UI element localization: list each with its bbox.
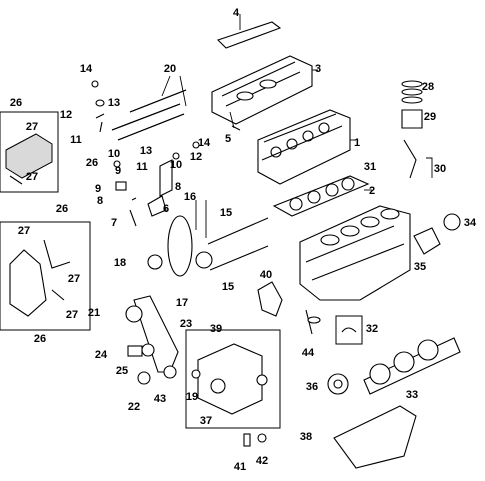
callout-23: 23 bbox=[180, 318, 192, 330]
engine-block bbox=[299, 205, 411, 301]
callout-22: 22 bbox=[128, 401, 140, 413]
callout-10-11: 10 bbox=[170, 159, 182, 171]
timing-cover-box-lower bbox=[0, 221, 91, 331]
callout-25: 25 bbox=[116, 365, 128, 377]
callout-35: 35 bbox=[414, 261, 426, 273]
callout-41: 41 bbox=[234, 461, 246, 473]
callout-3: 3 bbox=[315, 63, 321, 75]
callout-26-16: 26 bbox=[86, 157, 98, 169]
callout-32: 32 bbox=[366, 323, 378, 335]
callout-39: 39 bbox=[210, 323, 222, 335]
timing-components bbox=[147, 200, 269, 277]
callout-12-8: 12 bbox=[190, 151, 202, 163]
callout-2: 2 bbox=[369, 185, 375, 197]
crankshaft bbox=[363, 337, 461, 395]
callout-27: 27 bbox=[26, 121, 38, 133]
callout-43: 43 bbox=[154, 393, 166, 405]
callout-13: 13 bbox=[108, 97, 120, 109]
callout-30: 30 bbox=[434, 163, 446, 175]
callout-38: 38 bbox=[300, 431, 312, 443]
camshafts bbox=[111, 75, 187, 141]
callout-9: 9 bbox=[95, 183, 101, 195]
timing-belt-assembly bbox=[125, 295, 179, 385]
callout-11-14: 11 bbox=[136, 161, 148, 173]
callout-36: 36 bbox=[306, 381, 318, 393]
valve-cover-gasket bbox=[216, 14, 282, 49]
oil-pan bbox=[333, 405, 417, 469]
callout-27-3: 27 bbox=[26, 171, 38, 183]
callout-27-4: 27 bbox=[18, 225, 30, 237]
callout-15-15: 15 bbox=[222, 281, 234, 293]
callout-8: 8 bbox=[97, 195, 103, 207]
rod-leaders bbox=[426, 157, 433, 178]
callout-40: 40 bbox=[260, 269, 272, 281]
callout-28: 28 bbox=[422, 81, 434, 93]
rear-seal bbox=[413, 213, 461, 255]
callout-19: 19 bbox=[186, 391, 198, 403]
callout-12: 12 bbox=[60, 109, 72, 121]
callout-31: 31 bbox=[364, 161, 376, 173]
callout-26-2: 26 bbox=[56, 203, 68, 215]
callout-8-12: 8 bbox=[175, 181, 181, 193]
damper-pulley bbox=[327, 373, 349, 395]
callout-5: 5 bbox=[225, 133, 231, 145]
callout-14: 14 bbox=[80, 63, 93, 75]
callout-27-5: 27 bbox=[68, 273, 80, 285]
callout-14-9: 14 bbox=[198, 137, 211, 149]
callout-24: 24 bbox=[95, 349, 108, 361]
callout-26-7: 26 bbox=[34, 333, 46, 345]
callout-10: 10 bbox=[108, 148, 120, 160]
callout-44: 44 bbox=[302, 347, 315, 359]
callout-4: 4 bbox=[233, 7, 240, 19]
callout-labels: 1234567891011121314151617181920212223242… bbox=[10, 7, 477, 473]
callout-29: 29 bbox=[424, 111, 436, 123]
callout-21: 21 bbox=[88, 307, 100, 319]
callout-26: 26 bbox=[10, 97, 22, 109]
callout-7: 7 bbox=[111, 217, 117, 229]
callout-33: 33 bbox=[406, 389, 418, 401]
oil-pump-box bbox=[185, 329, 281, 429]
timing-cover-box-upper bbox=[0, 111, 59, 193]
callout-37: 37 bbox=[200, 415, 212, 427]
callout-20: 20 bbox=[164, 63, 176, 75]
cylinder-head bbox=[257, 109, 356, 185]
callout-34: 34 bbox=[464, 217, 477, 229]
callout-9-10: 9 bbox=[115, 165, 121, 177]
head-gasket bbox=[272, 175, 372, 217]
piston-assembly bbox=[401, 80, 423, 179]
callout-16: 16 bbox=[184, 191, 196, 203]
callout-27-6: 27 bbox=[66, 309, 78, 321]
callout-18: 18 bbox=[114, 257, 126, 269]
callout-42: 42 bbox=[256, 455, 268, 467]
valve-cover bbox=[211, 55, 318, 131]
callout-1: 1 bbox=[354, 137, 360, 149]
callout-17: 17 bbox=[176, 297, 188, 309]
bearings bbox=[335, 315, 363, 345]
fasteners bbox=[243, 433, 267, 447]
callout-11: 11 bbox=[70, 134, 82, 146]
callout-6: 6 bbox=[163, 203, 169, 215]
callout-13-13: 13 bbox=[140, 145, 152, 157]
valve-hardware bbox=[91, 80, 200, 227]
oil-pickup bbox=[257, 281, 321, 335]
callout-15: 15 bbox=[220, 207, 232, 219]
